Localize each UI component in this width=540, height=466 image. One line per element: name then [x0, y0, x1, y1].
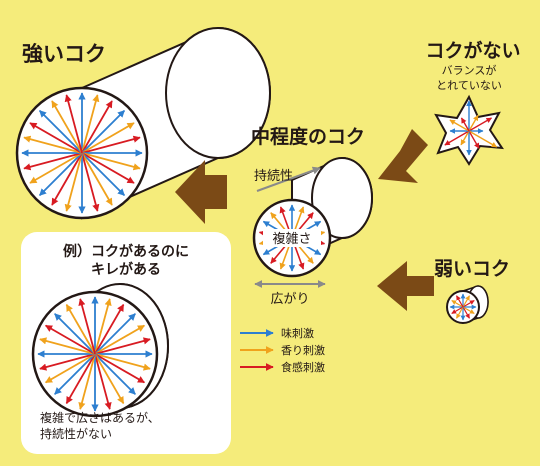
stimulus-arrow [94, 303, 125, 355]
stimulus-arrow [81, 152, 141, 171]
stimulus-arrow [94, 313, 136, 355]
stimulus-arrow [468, 117, 492, 132]
stimulus-arrow [23, 135, 83, 154]
legend: 味刺激 香り刺激 食感刺激 [240, 326, 325, 374]
stimulus-arrow [451, 299, 464, 308]
stimulus-arrow [468, 114, 479, 132]
stimulus-arrow [94, 337, 151, 355]
stimulus-arrow [81, 109, 126, 154]
stimulus-arrow [64, 152, 83, 212]
stimulus-arrow [38, 109, 83, 154]
stimulus-arrow [64, 94, 83, 154]
strong-koku-stimulus-arrows [21, 92, 143, 214]
stimulus-arrow [65, 353, 96, 405]
weak-koku-stimulus-arrows [449, 293, 477, 321]
no-koku-stimulus-arrows [444, 100, 498, 156]
stimulus-arrow [94, 353, 112, 410]
stimulus-arrow [81, 122, 135, 154]
example-panel: 例）コクがあるのに キレがある 複雑で広さはあるが、 持続性がない [21, 232, 231, 454]
example-title-1: 例）コクがあるのに [63, 243, 189, 260]
weak-koku-cylinder [446, 285, 489, 325]
stimulus-arrow [81, 152, 135, 184]
stimulus-arrow [94, 353, 136, 395]
stimulus-arrow [81, 100, 113, 154]
stimulus-arrow [460, 117, 470, 132]
stimulus-arrow [78, 298, 96, 355]
stimulus-arrow [451, 306, 464, 315]
stimulus-arrow [81, 94, 100, 154]
medium-koku-cylinder [252, 156, 373, 278]
persistence-arrow [256, 166, 321, 192]
arrow-from-weak-icon [377, 261, 434, 311]
stimulus-arrow [23, 152, 83, 171]
stimulus-arrow [462, 306, 475, 315]
example-caption-1: 複雑で広さはあるが、 [40, 410, 160, 425]
complexity-label-bg [263, 229, 321, 247]
example-short-cylinder [31, 282, 169, 418]
stimulus-arrow [81, 152, 126, 197]
stimulus-arrow [44, 353, 96, 384]
weak-koku-label: 弱いコク [434, 258, 510, 280]
stimulus-arrow [51, 100, 83, 154]
no-koku-subtitle-2: とれていない [436, 79, 502, 92]
no-koku-unbalanced-shape [434, 94, 504, 166]
example-caption-2: 持続性がない [40, 426, 112, 441]
stimulus-arrow [94, 324, 146, 355]
stimulus-arrow [449, 119, 470, 132]
stimulus-arrow [462, 306, 471, 319]
stimulus-arrow [455, 306, 464, 319]
stimulus-arrow [462, 295, 471, 308]
stimulus-arrow [444, 130, 470, 146]
stimulus-arrow [78, 353, 96, 410]
stimulus-arrow [94, 353, 125, 405]
stimulus-arrow [81, 152, 100, 212]
complexity-label: 複雑さ [272, 231, 311, 247]
stimulus-arrow [94, 353, 146, 384]
no-koku-subtitle-1: バランスが [442, 63, 497, 77]
stimulus-arrow [44, 324, 96, 355]
persistence-label: 持続性 [254, 169, 293, 184]
stimulus-arrow [81, 152, 113, 206]
stimulus-arrow [29, 152, 83, 184]
stimulus-arrow [460, 130, 470, 146]
no-koku-label: コクがない [425, 39, 520, 62]
legend-taste-label: 味刺激 [281, 326, 314, 340]
stimulus-arrow [81, 135, 141, 154]
stimulus-arrow [65, 303, 96, 355]
stimulus-arrow [51, 152, 83, 206]
stimulus-arrow [462, 299, 475, 308]
example-title-2: キレがある [91, 261, 161, 278]
strong-koku-label: 強いコク [22, 42, 106, 66]
stimulus-arrow [54, 353, 96, 395]
stimulus-arrow [39, 337, 96, 355]
stimulus-arrow [39, 353, 96, 371]
stimulus-arrow [54, 313, 96, 355]
legend-aroma-label: 香り刺激 [281, 343, 325, 357]
stimulus-arrow [468, 130, 498, 148]
arrow-from-no-koku-icon [378, 129, 428, 183]
stimulus-arrow [468, 130, 480, 149]
breadth-label: 広がり [270, 292, 309, 307]
legend-texture-label: 食感刺激 [281, 360, 325, 374]
strong-koku-cylinder [15, 26, 271, 220]
stimulus-arrow [94, 353, 151, 371]
arrow-to-strong-icon [175, 160, 227, 224]
medium-koku-label: 中程度のコク [251, 125, 365, 148]
stimulus-arrow [455, 295, 464, 308]
stimulus-arrow [94, 298, 112, 355]
stimulus-arrow [38, 152, 83, 197]
example-stimulus-arrows [37, 296, 153, 412]
stimulus-arrow [29, 122, 83, 154]
